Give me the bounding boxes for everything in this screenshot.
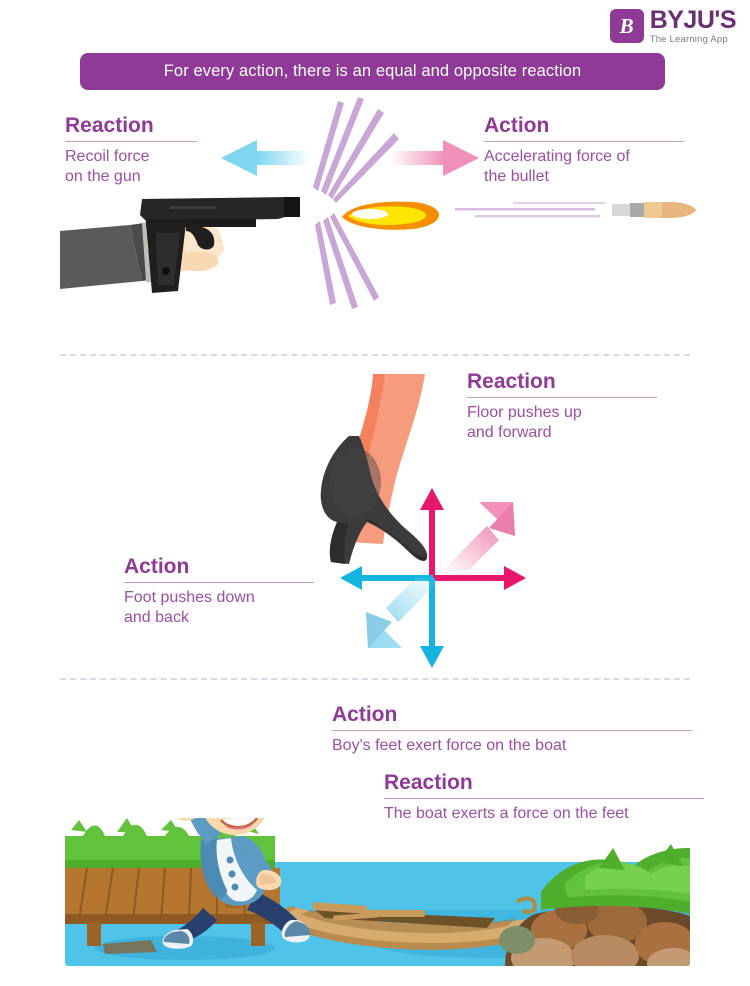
section3-reaction-title: Reaction	[384, 771, 473, 794]
hand-firing-gun-icon	[60, 193, 350, 303]
section3-action-callout: Action Boy's feet exert force on the boa…	[332, 703, 692, 756]
logo-mark-icon: B	[609, 9, 644, 44]
bullet-icon	[612, 198, 698, 222]
bushes	[541, 844, 690, 914]
bullet-motion-trails-icon	[455, 196, 615, 226]
section2-action-title: Action	[124, 555, 190, 578]
recoil-left-arrow-icon	[215, 138, 310, 178]
logo-text-group: BYJU'S The Learning App	[649, 6, 737, 45]
muzzle-flash-icon	[340, 198, 440, 232]
byjus-logo: B BYJU'S The Learning App	[609, 6, 737, 45]
section1-action-rule	[484, 141, 684, 143]
boy-boat-scene	[65, 818, 690, 966]
section2-action-rule	[124, 582, 314, 584]
section2-reaction-rule	[467, 397, 657, 399]
section3-reaction-callout: Reaction The boat exerts a force on the …	[384, 771, 704, 824]
section1-action-line2: the bullet	[484, 168, 549, 186]
section3-reaction-rule	[384, 798, 704, 800]
floor-push-diagonal-pink-arrow-icon	[443, 500, 523, 572]
section2-reaction-line2: and forward	[467, 424, 552, 442]
section2-reaction-callout: Reaction Floor pushes up and forward	[467, 370, 657, 443]
section1-reaction-callout: Reaction Recoil force on the gun	[65, 114, 197, 187]
section2-action-line1: Foot pushes down	[124, 589, 255, 607]
section1-reaction-line2: on the gun	[65, 168, 141, 186]
title-banner-text: For every action, there is an equal and …	[163, 62, 582, 80]
boat	[269, 896, 559, 950]
bullet-right-arrow-icon	[390, 138, 485, 178]
section1-action-line1: Accelerating force of	[484, 148, 630, 166]
section2-action-line2: and back	[124, 609, 189, 627]
section1-reaction-title: Reaction	[65, 114, 154, 137]
section3-action-title: Action	[332, 703, 398, 726]
boy	[162, 818, 311, 949]
section-divider-2	[60, 678, 690, 680]
section3-action-body: Boy's feet exert force on the boat	[332, 737, 567, 755]
section1-reaction-rule	[65, 141, 197, 143]
foot-push-diagonal-blue-arrow-icon	[362, 578, 442, 650]
section3-reaction-body: The boat exerts a force on the feet	[384, 805, 629, 823]
logo-mark-letter: B	[619, 13, 634, 38]
section-divider-1	[60, 354, 690, 356]
title-banner: For every action, there is an equal and …	[80, 53, 665, 90]
high-heel-foot-icon	[315, 372, 465, 587]
section2-reaction-line1: Floor pushes up	[467, 404, 582, 422]
section2-action-callout: Action Foot pushes down and back	[124, 555, 314, 628]
section3-action-rule	[332, 730, 692, 732]
section1-action-callout: Action Accelerating force of the bullet	[484, 114, 684, 187]
muzzle-burst-lines-icon	[300, 95, 420, 310]
logo-brand-name: BYJU'S	[649, 6, 737, 34]
section2-reaction-title: Reaction	[467, 370, 556, 393]
section1-reaction-line1: Recoil force	[65, 148, 150, 166]
logo-tagline: The Learning App	[649, 34, 728, 45]
section1-action-title: Action	[484, 114, 550, 137]
force-axis-cross-icon	[338, 488, 528, 668]
